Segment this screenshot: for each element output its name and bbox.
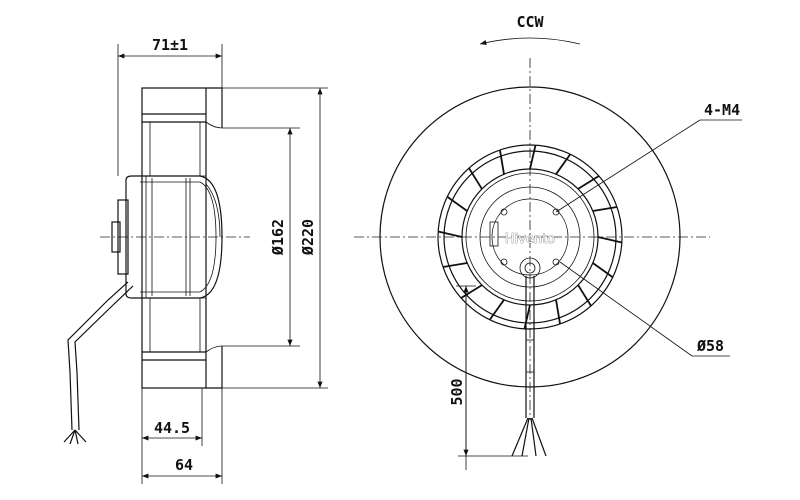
cable-front <box>511 276 547 457</box>
blade-tick <box>577 175 600 190</box>
mount-hole <box>552 258 560 266</box>
blade-tick-marks <box>437 144 623 330</box>
cable-side <box>63 281 134 445</box>
mount-holes <box>489 208 560 279</box>
blade-tick <box>577 284 592 307</box>
dimension-inner-diameter: Ø162 <box>222 127 300 347</box>
mount-holes-label: 4-M4 <box>704 101 740 119</box>
motor-hub-side <box>111 175 223 299</box>
blade-tick <box>555 153 571 175</box>
mount-hole <box>552 208 560 216</box>
cable-length-dimension: 500 <box>448 285 528 470</box>
dimension-depth-total: 71±1 <box>117 36 223 176</box>
blade-tick <box>592 206 618 212</box>
blade-tick <box>442 262 468 268</box>
hub-diameter-label: Ø58 <box>696 337 724 355</box>
dim-depth-base-label: 64 <box>175 456 193 474</box>
blade-tick <box>437 230 463 238</box>
mount-hole <box>500 258 508 266</box>
blade-tick <box>592 262 614 278</box>
mount-hole <box>500 208 508 216</box>
blade-tick <box>597 236 623 244</box>
dim-hub-depth-label: 44.5 <box>154 419 190 437</box>
blade-tick <box>499 149 505 175</box>
impeller-side-outline <box>141 87 223 389</box>
blade-tick <box>529 144 537 170</box>
dimension-depth-base: 64 <box>142 388 223 484</box>
rotation-indicator: CCW <box>479 13 581 45</box>
dim-outer-diameter-label: Ø220 <box>299 219 317 256</box>
dimension-outer-diameter: Ø220 <box>222 87 328 389</box>
rotation-label: CCW <box>516 13 544 31</box>
terminal-block <box>489 221 499 247</box>
cable-gland <box>519 257 541 279</box>
mount-holes-callout: 4-M4 <box>555 101 742 213</box>
front-view: Hivento CCW 4-M4 Ø58 <box>354 13 742 470</box>
hub-diameter-callout: Ø58 <box>559 261 730 357</box>
blade-tick <box>489 299 505 321</box>
blade-tick <box>523 304 531 330</box>
dim-inner-diameter-label: Ø162 <box>269 219 287 256</box>
impeller-front-outline <box>379 86 681 388</box>
blade-tick <box>468 167 483 190</box>
blade-tick <box>555 299 561 325</box>
blade-tick <box>446 196 468 212</box>
brand-logo: Hivento <box>505 232 555 247</box>
side-view: 71±1 Ø162 Ø220 44.5 64 <box>63 36 328 484</box>
cable-length-label: 500 <box>448 378 466 405</box>
dimension-hub-depth: 44.5 <box>141 388 203 484</box>
dim-depth-total-label: 71±1 <box>152 36 188 54</box>
